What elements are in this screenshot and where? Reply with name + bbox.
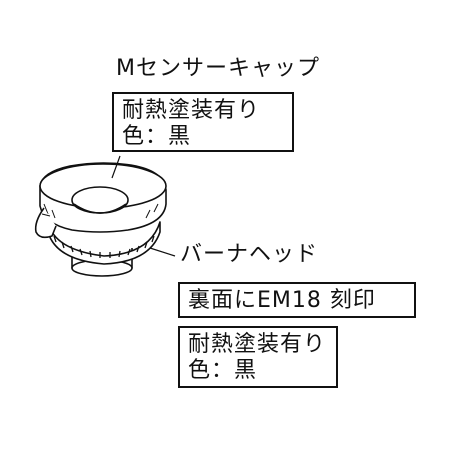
cap-note-box: 耐熱塗装有り 色：黒 xyxy=(112,92,294,152)
head-stamp-box: 裏面にEM18 刻印 xyxy=(178,282,416,318)
head-note-color: 色：黒 xyxy=(188,358,258,383)
burner-head-label: バーナヘッド xyxy=(180,242,319,267)
cap-note-coating: 耐熱塗装有り xyxy=(122,98,261,123)
head-leader-line xyxy=(149,247,176,257)
head-stamp-text: 裏面にEM18 刻印 xyxy=(188,288,376,313)
cap-note-color: 色：黒 xyxy=(122,124,192,149)
head-note-box: 耐熱塗装有り 色：黒 xyxy=(178,326,338,388)
burner-head-flange xyxy=(47,221,161,265)
head-note-coating: 耐熱塗装有り xyxy=(188,332,327,357)
sensor-cap xyxy=(39,162,167,233)
cap-leader-line xyxy=(111,155,121,179)
sensor-cap-label: Mセンサーキャップ xyxy=(116,56,320,81)
cap-tab xyxy=(34,207,57,239)
